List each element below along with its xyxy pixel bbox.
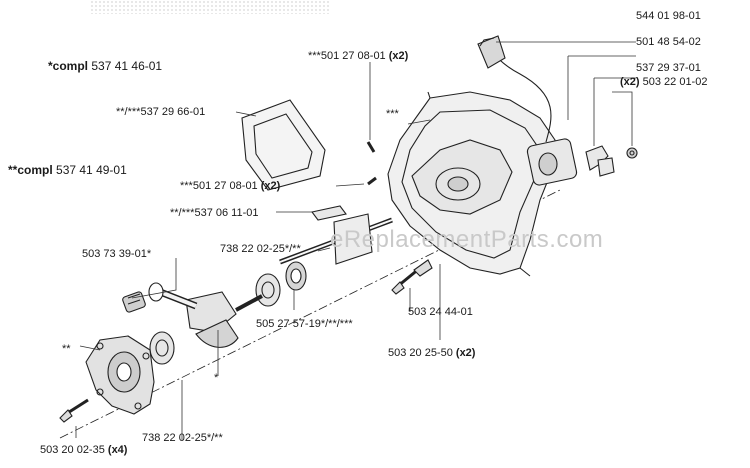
bearing-top (255, 273, 281, 307)
connecting-rod (148, 282, 198, 310)
compl-label-2: **compl 537 41 49-01 (8, 163, 127, 177)
ignition-coil (477, 35, 578, 186)
part-label-505-27-57[interactable]: 505 27 57-19*/**/*** (256, 318, 353, 330)
part-label-738-22-bottom[interactable]: 738 22 02-25*/** (142, 432, 223, 444)
crankcase (85, 335, 155, 415)
needle-bearing (122, 291, 146, 313)
leader-lines (75, 41, 636, 440)
part-label-537-29-66[interactable]: **/***537 29 66-01 (116, 106, 206, 118)
crankshaft (185, 291, 263, 348)
part-label-501-27-08-mid[interactable]: ***501 27 08-01 (x2) (180, 180, 281, 192)
marker-one-star: * (214, 372, 219, 384)
part-label-503-20-02[interactable]: 503 20 02-35 (x4) (40, 444, 128, 456)
fan-housing (387, 91, 556, 277)
bearing-bottom (149, 331, 175, 365)
header-dither (90, 0, 330, 14)
crankcase-screw (59, 398, 89, 423)
part-label-501-27-08-top[interactable]: ***501 27 08-01 (x2) (308, 50, 409, 62)
part-label-537-29-37[interactable]: 537 29 37-01 (636, 62, 701, 74)
part-label-537-06-11[interactable]: **/***537 06 11-01 (170, 207, 259, 219)
part-label-738-22-top[interactable]: 738 22 02-25*/** (220, 243, 301, 255)
housing-screw (391, 259, 433, 295)
marker-two-star: ** (62, 343, 71, 355)
watermark: eReplacementParts.com (330, 226, 604, 253)
gasket (241, 99, 326, 191)
part-label-503-24-44[interactable]: 503 24 44-01 (408, 306, 473, 318)
part-label-544-01-98[interactable]: 544 01 98-01 (636, 10, 701, 22)
pin-mid (367, 176, 377, 186)
part-label-501-48-54[interactable]: 501 48 54-02 (636, 36, 701, 48)
pin-top (366, 141, 376, 153)
bracket (311, 205, 347, 221)
part-label-503-73-39[interactable]: 503 73 39-01* (82, 248, 152, 260)
crankshaft-shaft (279, 213, 393, 265)
compl-label-1: *compl 537 41 46-01 (48, 59, 163, 73)
part-label-503-20-25[interactable]: 503 20 25-50 (x2) (388, 347, 476, 359)
part-label-503-22-01[interactable]: (x2) 503 22 01-02 (620, 76, 708, 88)
marker-three-star: *** (386, 108, 399, 120)
seal-ring (285, 261, 307, 291)
clip-parts (585, 145, 638, 177)
